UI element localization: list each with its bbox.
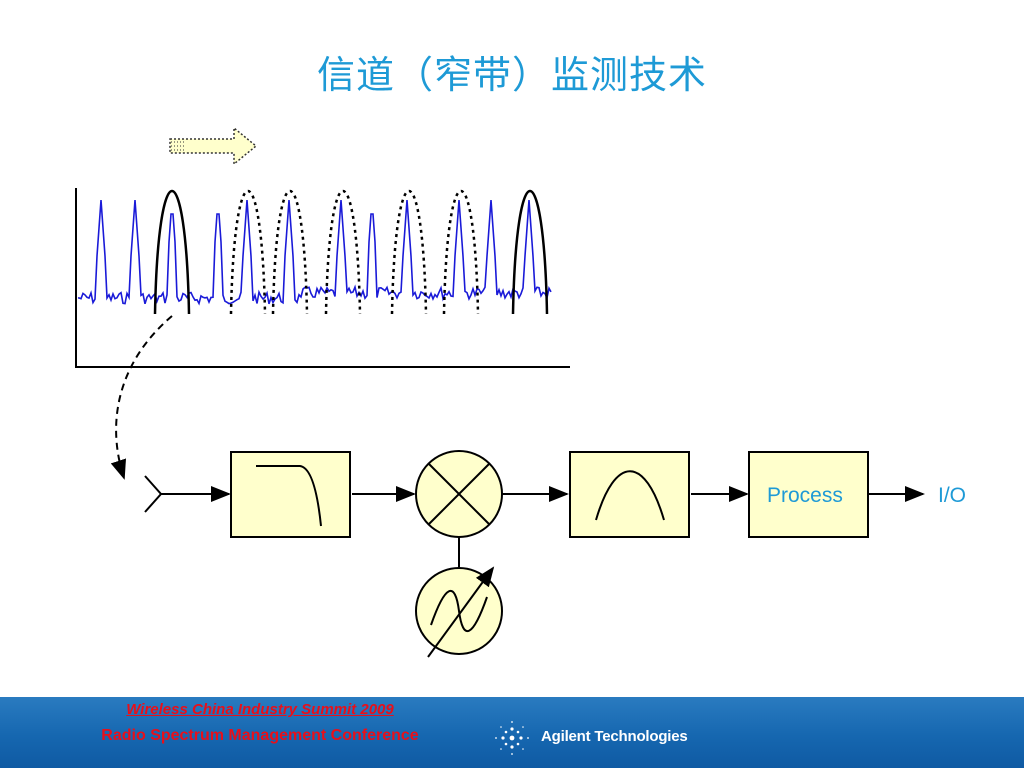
process-block: Process: [748, 451, 869, 538]
filter-window-solid: [153, 190, 191, 315]
process-label: Process: [767, 484, 843, 507]
local-oscillator-icon: [415, 566, 503, 658]
footer-conference-name: Radio Spectrum Management Conference: [101, 727, 419, 744]
agilent-spark-icon: [495, 721, 529, 755]
filter-window-dashed: [442, 190, 480, 315]
filter-window-dashed: [324, 190, 362, 315]
monitoring-diagram: Process I/O: [75, 126, 966, 658]
antenna-icon: [144, 475, 231, 513]
filter-windows: [153, 190, 549, 315]
spectrum-trace: [77, 199, 552, 306]
filter-window-solid: [511, 190, 549, 315]
filter-window-dashed: [271, 190, 309, 315]
filter-window-dashed: [229, 190, 267, 315]
lowpass-curve-icon: [256, 465, 322, 527]
bandpass-filter-block: [569, 451, 690, 538]
slide-title: 信道（窄带）监测技术: [316, 53, 707, 97]
io-label: I/O: [938, 484, 966, 507]
spectrum-axes: [75, 188, 570, 368]
footer-event-name: Wireless China Industry Summit 2009: [126, 701, 394, 718]
bandpass-curve-icon: [595, 470, 665, 521]
brand-name: Agilent Technologies: [541, 728, 688, 745]
tuning-link-arrow: [110, 315, 173, 480]
mixer-icon: [415, 450, 503, 538]
footer-bar: Wireless China Industry Summit 2009 Radi…: [0, 697, 1024, 768]
filter-window-dashed: [390, 190, 428, 315]
scan-direction-arrow: [169, 126, 258, 166]
lowpass-filter-block: [230, 451, 351, 538]
